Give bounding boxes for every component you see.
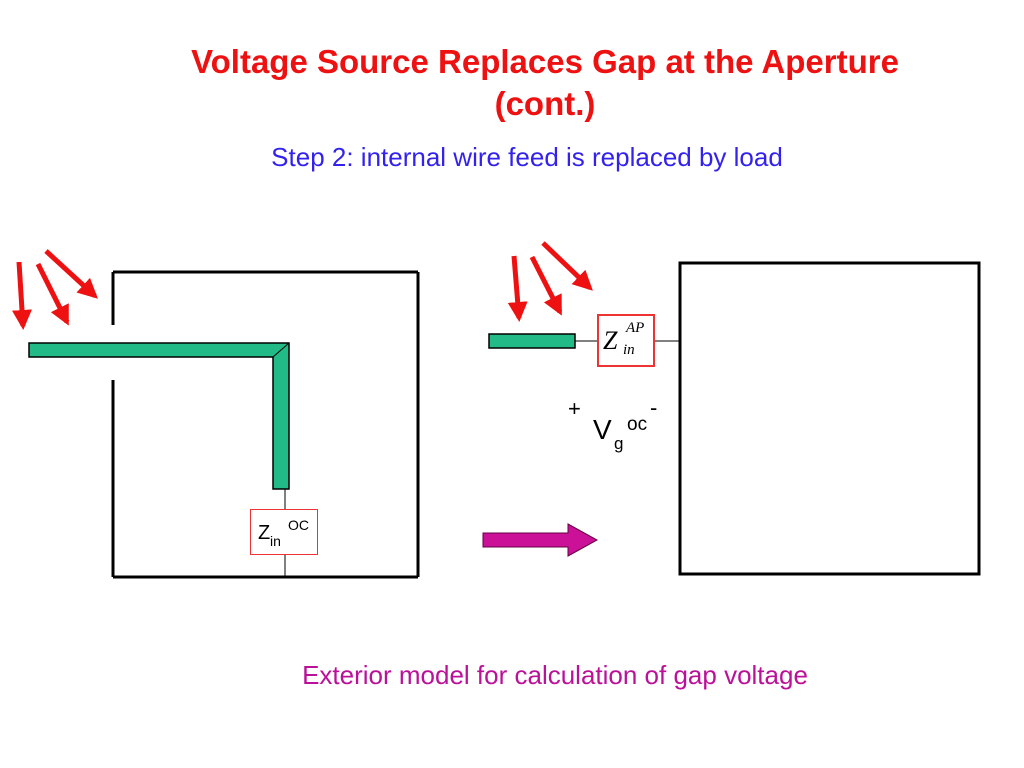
right-enclosure <box>678 261 981 576</box>
left-incident-arrows <box>12 249 98 330</box>
impedance-superscript: AP <box>626 320 645 336</box>
red-arrow-icon <box>44 249 98 299</box>
left-wire-feed <box>28 342 290 577</box>
red-arrow-icon <box>541 241 593 291</box>
impedance-symbol: Z <box>603 326 618 355</box>
voltage-plus-sign: + <box>568 396 581 421</box>
left-enclosure <box>111 270 420 579</box>
red-arrow-icon <box>507 255 528 322</box>
voltage-minus-sign: - <box>650 395 658 420</box>
voltage-subscript: g <box>614 434 624 453</box>
slide-caption: Exterior model for calculation of gap vo… <box>302 660 808 690</box>
red-arrow-icon <box>529 255 563 316</box>
voltage-superscript: oc <box>627 414 648 435</box>
impedance-subscript: in <box>623 342 635 358</box>
impedance-superscript: OC <box>288 517 309 533</box>
aperture-impedance-box: Z in AP <box>597 314 655 367</box>
slide-title-line2: (cont.) <box>494 85 596 122</box>
voltage-symbol: V <box>593 414 612 445</box>
load-impedance-box: Z in OC <box>250 509 318 555</box>
right-incident-arrows <box>507 241 593 322</box>
slide-title-line1: Voltage Source Replaces Gap at the Apert… <box>191 43 899 80</box>
right-wire-stub <box>488 333 680 349</box>
impedance-symbol: Z <box>258 522 271 544</box>
red-arrow-icon <box>12 261 32 330</box>
slide-subtitle: Step 2: internal wire feed is replaced b… <box>271 142 783 172</box>
red-arrow-icon <box>35 262 70 326</box>
impedance-subscript: in <box>270 533 281 549</box>
magenta-right-arrow-icon <box>482 523 599 557</box>
